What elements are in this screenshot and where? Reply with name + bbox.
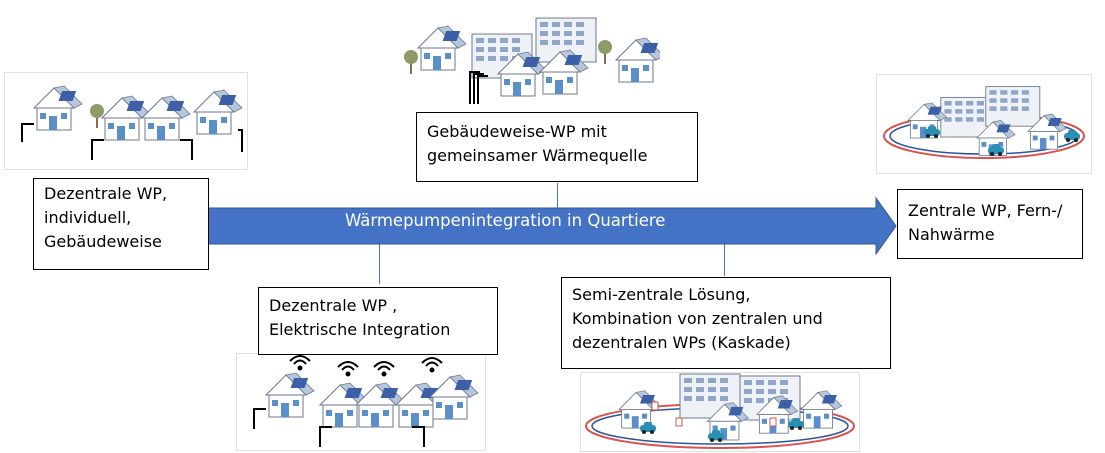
cascade-icon (580, 372, 860, 452)
box-line: Elektrische Integration (269, 320, 451, 339)
district-icon (404, 17, 660, 104)
district-heating-icon (876, 74, 1092, 174)
box-decentral-electric: Dezentrale WP , Elektrische Integration (258, 287, 498, 355)
box-semi-central: Semi-zentrale Lösung, Kombination von ze… (561, 277, 891, 369)
box-line: Gebäudeweise-WP mit (427, 122, 607, 141)
box-line: dezentralen WPs (Kaskade) (572, 333, 791, 352)
box-line: Nahwärme (908, 225, 995, 244)
arrow-label: Wärmepumpenintegration in Quartiere (345, 211, 666, 230)
box-line: Gebäudeweise (44, 232, 162, 251)
connector-top-center (557, 183, 558, 208)
central-district-heating-illustration (876, 74, 1092, 174)
connector-bottom-left (379, 244, 380, 284)
box-line: gemeinsamer Wärmequelle (427, 146, 648, 165)
box-building-common-source: Gebäudeweise-WP mit gemeinsamer Wärmeque… (416, 112, 698, 182)
semi-central-cascade-illustration (580, 372, 860, 452)
box-line: Dezentrale WP , (269, 296, 398, 315)
houses-icon (4, 72, 248, 170)
box-line: Zentrale WP, Fern-/ (908, 201, 1063, 220)
connector-bottom-right (724, 244, 725, 276)
box-line: individuell, (44, 208, 132, 227)
neighbourhood-with-shared-heat-source-illustration (400, 4, 660, 108)
detached-houses-with-ground-probes-illustration (4, 72, 248, 170)
box-line: Dezentrale WP, (44, 184, 168, 203)
box-line: Kombination von zentralen und (572, 309, 823, 328)
box-line: Semi-zentrale Lösung, (572, 285, 751, 304)
box-decentral-individual: Dezentrale WP, individuell, Gebäudeweise (33, 178, 209, 270)
box-central: Zentrale WP, Fern-/ Nahwärme (897, 189, 1083, 259)
